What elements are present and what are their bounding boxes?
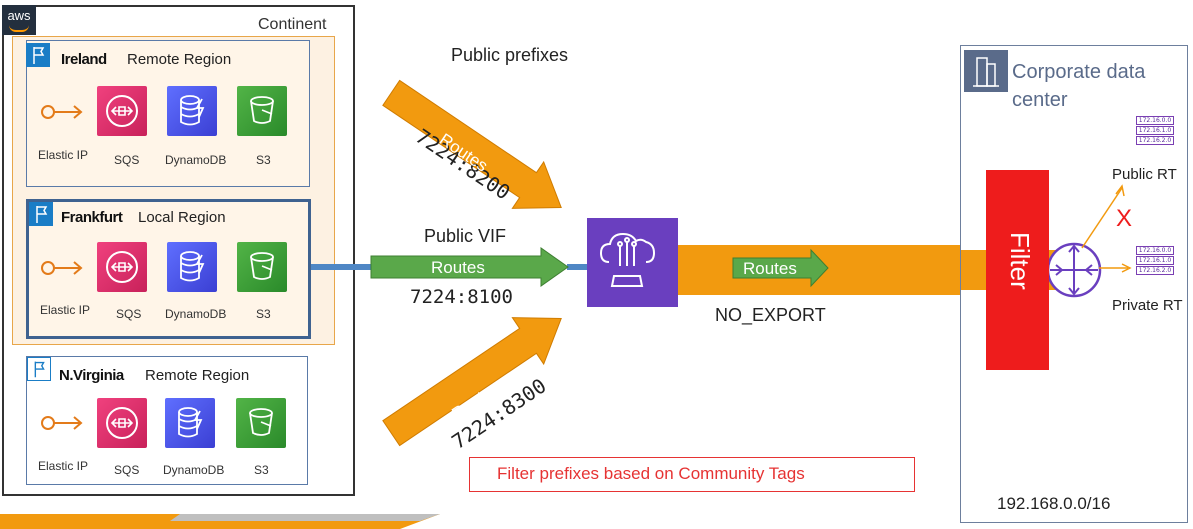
service-label: S3 [254, 463, 269, 477]
no-export-routes-arrow [732, 248, 829, 288]
region-flag-icon [29, 202, 53, 226]
region-name: Frankfurt [61, 209, 123, 226]
region-flag-icon [27, 357, 51, 381]
cidr-label: 192.168.0.0/16 [997, 494, 1111, 513]
direct-connect-icon [587, 218, 678, 307]
dynamodb-icon [167, 242, 217, 292]
filter-note-text: Filter prefixes based on Community Tags [497, 464, 805, 483]
community-mid-label: 7224:8100 [410, 286, 513, 308]
blocked-mark: X [1116, 205, 1133, 232]
router-glyph [1050, 244, 1098, 296]
region-type: Remote Region [145, 367, 250, 384]
no-export-label: NO_EXPORT [715, 305, 826, 325]
public-vif-routes-arrow [370, 247, 569, 287]
public-rt-label: Public RT [1112, 166, 1177, 183]
private-rt-label: Private RT [1112, 297, 1183, 314]
region-type: Local Region [138, 209, 226, 226]
filter-box [986, 170, 1049, 370]
datacenter-title: Corporate data center [1012, 61, 1146, 111]
continent-label: Continent [258, 16, 327, 33]
route-entry: 172.16.1.0 [1136, 126, 1174, 135]
top-routes-arrow [382, 79, 562, 209]
sqs-icon [97, 398, 147, 448]
bottom-routes-arrow [382, 317, 562, 447]
service-label: Elastic IP [38, 459, 89, 473]
service-label: DynamoDB [165, 153, 227, 167]
s3-icon [236, 398, 286, 448]
route-entry: 172.16.2.0 [1136, 266, 1174, 275]
building-icon [964, 50, 1008, 92]
no-export-routes-label: Routes [743, 259, 797, 278]
region-flag-icon [26, 43, 50, 67]
frankfurt-link-line [311, 264, 371, 270]
service-label: SQS [116, 307, 142, 321]
route-entry: 172.16.0.0 [1136, 246, 1174, 255]
bottom-gray-bar [170, 514, 440, 521]
service-label: SQS [114, 463, 140, 477]
s3-icon [237, 86, 287, 136]
vif-link-line [567, 264, 587, 270]
elastic-ip-icon [39, 413, 85, 438]
sqs-icon [97, 242, 147, 292]
orange-band-into-dc [960, 250, 986, 290]
filter-label: Filter [1005, 232, 1035, 290]
service-label: DynamoDB [163, 463, 225, 477]
public-route-table: 172.16.0.0 172.16.1.0 172.16.2.0 [1136, 116, 1174, 146]
aws-logo-text: aws [7, 8, 31, 23]
region-name: Ireland [61, 51, 107, 68]
vif-routes-label: Routes [431, 258, 485, 277]
public-vif-label: Public VIF [424, 226, 507, 246]
corporate-data-center-box [960, 45, 1188, 523]
public-rt-line [1081, 187, 1123, 249]
region-type: Remote Region [127, 51, 232, 68]
dynamodb-icon [167, 86, 217, 136]
service-label: S3 [256, 153, 271, 167]
route-entry: 172.16.2.0 [1136, 136, 1174, 145]
region-name: N.Virginia [59, 367, 124, 384]
direct-connect-glyph [599, 232, 656, 287]
public-prefixes-label: Public prefixes [451, 45, 569, 65]
s3-icon [237, 242, 287, 292]
service-label: SQS [114, 153, 140, 167]
route-entry: 172.16.1.0 [1136, 256, 1174, 265]
service-label: S3 [256, 307, 271, 321]
elastic-ip-icon [39, 102, 85, 127]
sqs-icon [97, 86, 147, 136]
elastic-ip-icon [39, 258, 85, 283]
aws-smile-icon [9, 25, 29, 32]
service-label: Elastic IP [40, 303, 91, 317]
private-route-table: 172.16.0.0 172.16.1.0 172.16.2.0 [1136, 246, 1174, 276]
dynamodb-icon [165, 398, 215, 448]
service-label: Elastic IP [38, 148, 89, 162]
filter-note-box [469, 457, 915, 492]
service-label: DynamoDB [165, 307, 227, 321]
continent-box [2, 5, 355, 496]
route-entry: 172.16.0.0 [1136, 116, 1174, 125]
